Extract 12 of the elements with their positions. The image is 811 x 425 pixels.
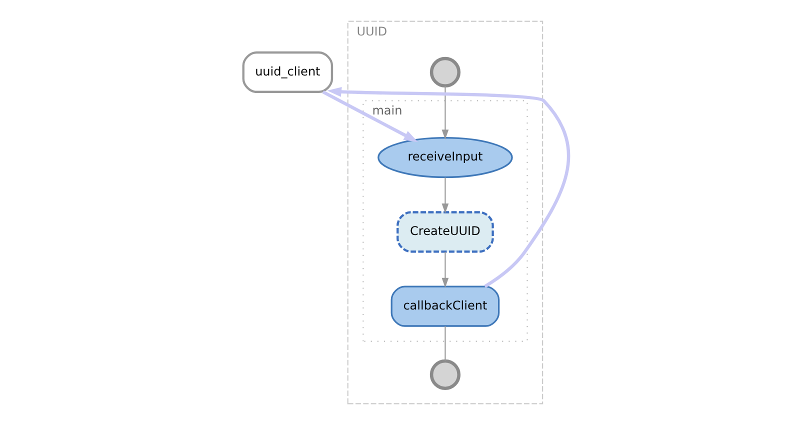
arrow (322, 90, 418, 142)
node-ellipse: receiveInput (377, 137, 512, 178)
connector (444, 326, 446, 361)
node-circle (429, 56, 460, 88)
node-circle (429, 359, 460, 390)
node-box: uuid_client (242, 51, 333, 93)
node-box: callbackClient (390, 286, 500, 327)
arrow (441, 86, 448, 140)
arrow (441, 178, 448, 214)
node-box: CreateUUID (396, 211, 494, 253)
arrow (326, 86, 570, 288)
arrow (441, 252, 448, 288)
